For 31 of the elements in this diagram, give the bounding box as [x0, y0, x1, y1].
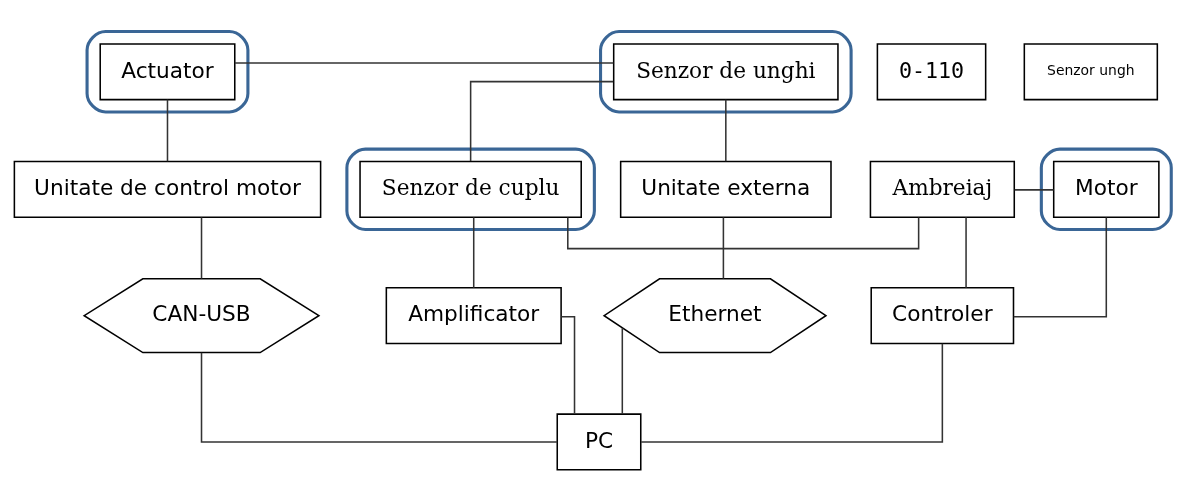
- connector: [725, 98, 727, 162]
- cluster: [345, 147, 596, 231]
- connector: [1013, 188, 1055, 191]
- node-box: Ambreiaj: [869, 160, 1016, 218]
- node-box: Amplificator: [385, 286, 562, 344]
- connector: [560, 315, 576, 414]
- cluster: [599, 29, 853, 114]
- connector: [234, 61, 615, 64]
- cluster: [85, 29, 250, 114]
- connector: [472, 216, 475, 288]
- node-box: Senzor ungh: [1023, 42, 1159, 100]
- connector: [722, 216, 725, 279]
- node-box: Senzor de cuplu: [359, 160, 582, 218]
- connector: [567, 216, 920, 249]
- node-box: Actuator: [99, 42, 236, 100]
- node-box: Unitate de control motor: [13, 160, 322, 218]
- connector: [965, 216, 967, 288]
- connector: [200, 216, 203, 279]
- node-box: PC: [556, 412, 642, 471]
- node-box: Motor: [1052, 160, 1160, 218]
- node-box: Senzor de unghi: [612, 42, 839, 100]
- node-box: 0-110: [876, 42, 987, 100]
- node-box: Unitate externa: [619, 160, 832, 218]
- connector: [640, 342, 944, 443]
- connector: [200, 351, 558, 443]
- connector: [621, 326, 624, 415]
- node-box: Controler: [870, 286, 1015, 344]
- connector: [166, 98, 169, 162]
- connector: [1013, 216, 1108, 317]
- cluster: [1039, 147, 1173, 231]
- connector: [469, 80, 614, 162]
